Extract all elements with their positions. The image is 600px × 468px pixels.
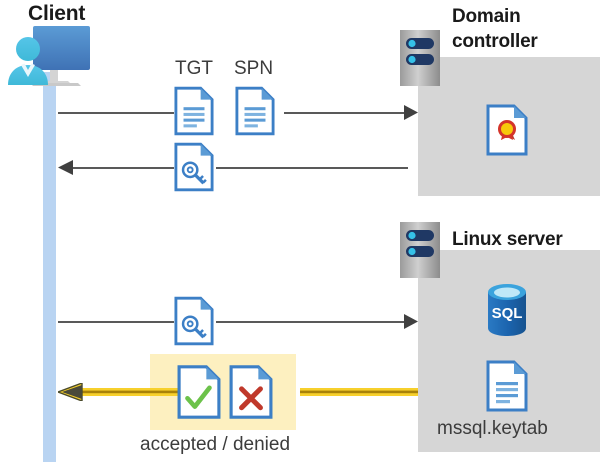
- domain-controller-title: Domain controller: [452, 4, 597, 54]
- ticket-key-document-icon-1: [174, 142, 214, 192]
- keytab-file-label: mssql.keytab: [437, 418, 548, 439]
- dc-title-line2: controller: [452, 31, 538, 52]
- flow-client-to-dc-arrowhead: [404, 105, 418, 120]
- linux-server-panel: [418, 250, 600, 452]
- flow-dc-to-client-segment-right: [216, 167, 408, 169]
- client-lifeline: [43, 72, 56, 462]
- spn-label: SPN: [234, 58, 274, 79]
- flow-client-to-linux-segment-right: [216, 321, 408, 323]
- client-title: Client: [28, 2, 86, 25]
- spn-document-icon: [235, 86, 275, 136]
- keytab-document-icon: [486, 360, 528, 412]
- dc-title-line1: Domain: [452, 6, 521, 27]
- linux-server-title: Linux server: [452, 229, 563, 250]
- ticket-key-document-icon-2: [174, 296, 214, 346]
- flow-client-to-dc-segment-right: [284, 112, 408, 114]
- svg-text:SQL: SQL: [492, 305, 523, 322]
- denied-document-icon: [229, 365, 273, 419]
- domain-controller-server-rack-icon: [400, 30, 440, 86]
- certificate-document-icon: [486, 104, 528, 156]
- flow-client-to-dc-segment-left: [58, 112, 174, 114]
- flow-dc-to-client-segment-left: [72, 167, 174, 169]
- linux-server-rack-icon: [400, 222, 440, 278]
- accepted-denied-label: accepted / denied: [140, 434, 291, 455]
- client-user-monitor-icon: [8, 26, 90, 86]
- flow-dc-to-client-arrowhead: [58, 160, 73, 175]
- accepted-document-icon: [177, 365, 221, 419]
- sql-database-icon: SQL: [488, 284, 526, 336]
- tgt-label: TGT: [175, 58, 213, 79]
- flow-client-to-linux-segment-left: [58, 321, 174, 323]
- tgt-document-icon: [174, 86, 214, 136]
- flow-linux-to-client-yellow-arrow: [58, 383, 418, 401]
- flow-client-to-linux-arrowhead: [404, 314, 418, 329]
